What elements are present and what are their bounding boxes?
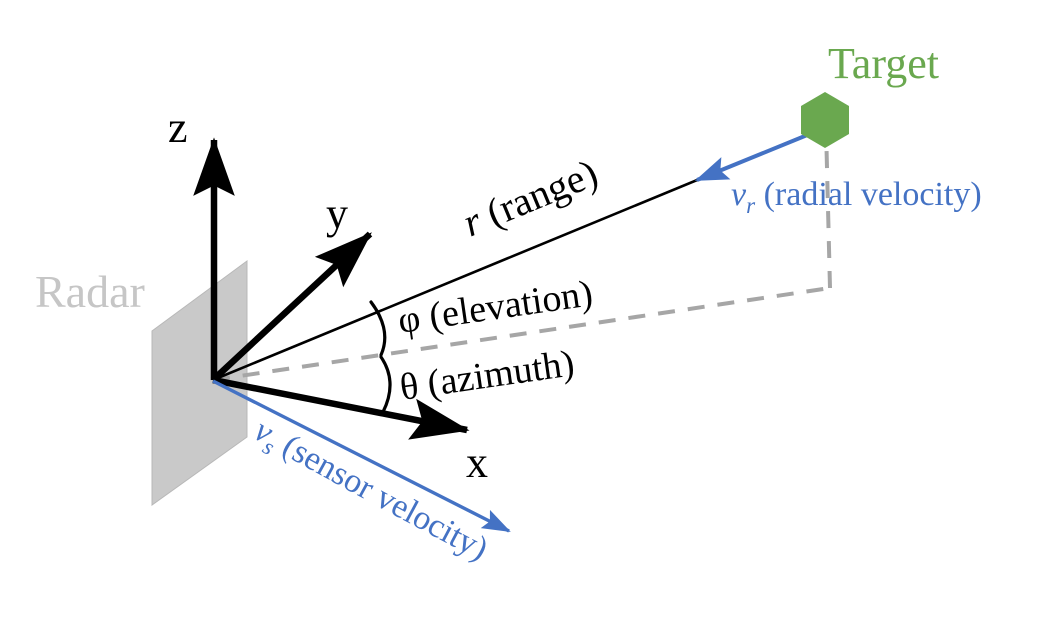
x-axis-label: x (466, 438, 488, 487)
svg-text:vr (radial velocity): vr (radial velocity) (731, 176, 982, 219)
height-dashed-line (824, 127, 832, 289)
svg-text:θ (azimuth): θ (azimuth) (397, 342, 577, 409)
radial-velocity-text: (radial velocity) (755, 176, 982, 213)
svg-text:r (range): r (range) (456, 150, 604, 245)
elevation-label-group: φ (elevation) (395, 272, 595, 342)
y-axis-label: y (326, 189, 348, 238)
svg-text:φ (elevation): φ (elevation) (395, 272, 595, 342)
elevation-text: (elevation) (417, 272, 595, 338)
z-axis-label: z (168, 103, 188, 152)
radial-velocity-arrow (694, 127, 823, 182)
radial-velocity-symbol: v (731, 176, 747, 213)
sensor-velocity-text: (sensor velocity) (269, 423, 494, 568)
radial-velocity-subscript: r (746, 193, 756, 219)
azimuth-label-group: θ (azimuth) (397, 342, 577, 409)
azimuth-angle-arc (379, 355, 392, 414)
radar-label: Radar (35, 266, 145, 317)
target-label: Target (828, 39, 939, 88)
elevation-angle-arc (369, 300, 387, 357)
range-label-group: r (range) (456, 150, 604, 245)
x-axis-arrow (212, 376, 470, 440)
azimuth-text: (azimuth) (415, 342, 577, 406)
ground-projection-dashed-line (212, 286, 831, 382)
target-hexagon-icon (801, 92, 849, 148)
radar-plane (151, 260, 248, 506)
y-axis-arrow (210, 231, 373, 383)
sensor-velocity-label-group: vs (sensor velocity) (248, 412, 494, 568)
radial-velocity-label-group: vr (radial velocity) (731, 176, 982, 219)
sensor-velocity-arrow (212, 379, 511, 533)
